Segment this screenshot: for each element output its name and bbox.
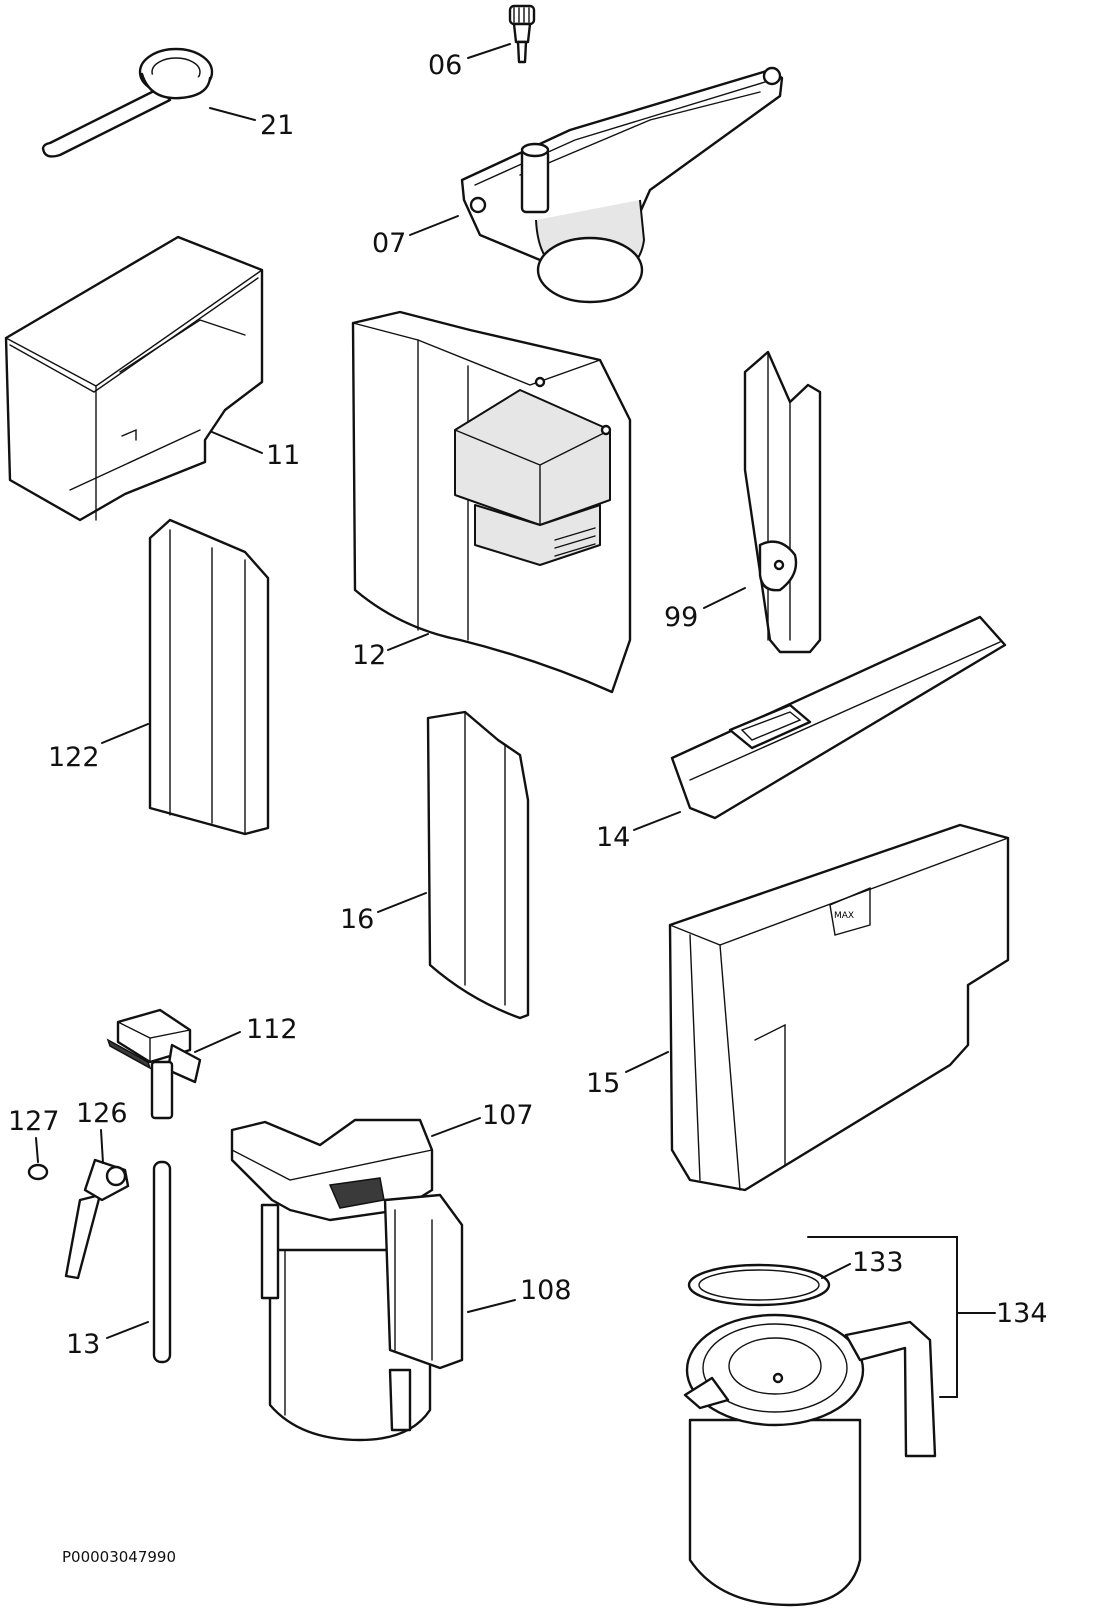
document-id: P00003047990 [62, 1548, 176, 1566]
leader-112 [194, 1031, 241, 1053]
label-11: 11 [266, 440, 300, 471]
label-134: 134 [996, 1298, 1048, 1329]
part-99-side-rail [743, 350, 822, 654]
label-14: 14 [596, 822, 630, 853]
part-16-front-cover [426, 710, 530, 1020]
tank-max-mark: MAX [834, 911, 854, 921]
leader-12 [387, 633, 429, 651]
leader-134-bracket [807, 1236, 996, 1398]
part-134-thermos-jug [683, 1313, 937, 1607]
part-07-funnel [460, 66, 784, 304]
label-133: 133 [852, 1247, 904, 1278]
label-16: 16 [340, 904, 374, 935]
leader-14 [633, 811, 681, 831]
part-122-side-door [148, 518, 270, 836]
label-07: 07 [372, 228, 406, 259]
leader-21 [209, 107, 256, 121]
label-12: 12 [352, 640, 386, 671]
label-112: 112 [246, 1014, 298, 1045]
label-108: 108 [520, 1275, 572, 1306]
leader-06 [467, 43, 511, 59]
label-127: 127 [8, 1106, 60, 1137]
leader-11 [211, 431, 263, 454]
label-126: 126 [76, 1098, 128, 1129]
leader-127 [35, 1137, 39, 1163]
part-labels: 06 21 07 11 12 99 122 14 16 112 15 107 1… [8, 50, 1048, 1360]
leader-13 [106, 1321, 149, 1339]
leader-133 [821, 1263, 851, 1279]
label-21: 21 [260, 110, 294, 141]
part-126-nozzle [64, 1158, 130, 1280]
part-15-water-tank: MAX [668, 823, 1010, 1192]
leader-107 [431, 1117, 481, 1137]
label-15: 15 [586, 1068, 620, 1099]
leader-108 [467, 1299, 516, 1313]
part-13-tube [152, 1160, 172, 1364]
part-107-108-milk-jug [230, 1118, 464, 1442]
leader-99 [703, 587, 746, 609]
label-06: 06 [428, 50, 462, 81]
leader-lines [35, 43, 996, 1398]
leader-07 [409, 215, 459, 236]
part-12-housing-panel [351, 310, 632, 694]
part-127-o-ring [27, 1163, 49, 1181]
label-13: 13 [66, 1329, 100, 1360]
part-112-connector [106, 1008, 202, 1120]
leader-122 [101, 723, 149, 744]
part-14-tray-cover [670, 615, 1007, 820]
part-133-gasket [687, 1263, 831, 1307]
part-06-knob [508, 4, 536, 64]
part-21-measuring-spoon [41, 47, 214, 158]
part-11-container [4, 235, 264, 522]
label-107: 107 [482, 1100, 534, 1131]
leader-15 [625, 1051, 669, 1073]
leader-126 [100, 1129, 104, 1164]
leader-16 [377, 892, 427, 913]
label-99: 99 [664, 602, 698, 633]
label-122: 122 [48, 742, 100, 773]
